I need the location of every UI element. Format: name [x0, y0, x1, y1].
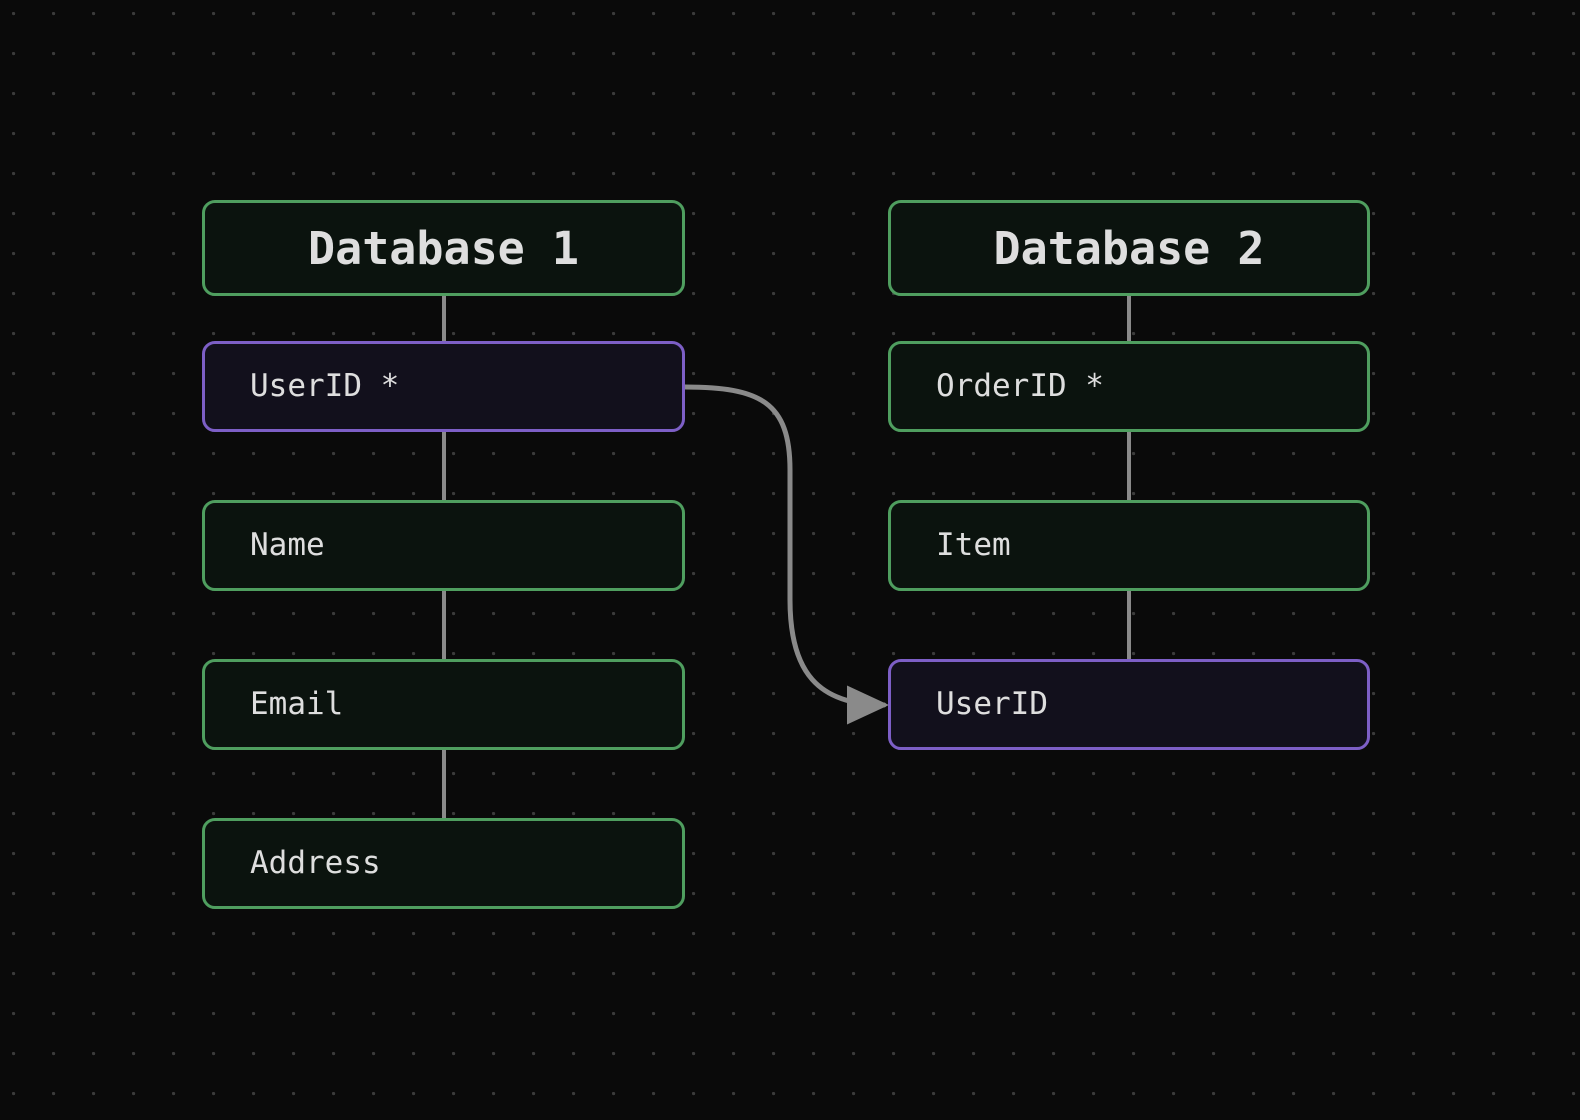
field-label: Email: [250, 686, 344, 722]
table-title-database-1[interactable]: Database 1: [202, 200, 685, 296]
field-label: OrderID *: [936, 368, 1104, 404]
field-node-address[interactable]: Address: [202, 818, 685, 909]
table-title-database-2[interactable]: Database 2: [888, 200, 1370, 296]
field-node-userid-primary[interactable]: UserID *: [202, 341, 685, 432]
field-node-name[interactable]: Name: [202, 500, 685, 591]
field-node-item[interactable]: Item: [888, 500, 1370, 591]
field-label: UserID *: [250, 368, 400, 404]
field-label: UserID: [936, 686, 1048, 722]
field-label: Item: [936, 527, 1011, 563]
relation-edge-userid: [682, 384, 889, 725]
field-node-orderid-primary[interactable]: OrderID *: [888, 341, 1370, 432]
field-node-email[interactable]: Email: [202, 659, 685, 750]
table-title-label: Database 1: [308, 221, 579, 275]
table-title-label: Database 2: [993, 221, 1265, 275]
field-label: Address: [250, 845, 381, 881]
field-node-userid-foreign[interactable]: UserID: [888, 659, 1370, 750]
field-label: Name: [250, 527, 325, 563]
